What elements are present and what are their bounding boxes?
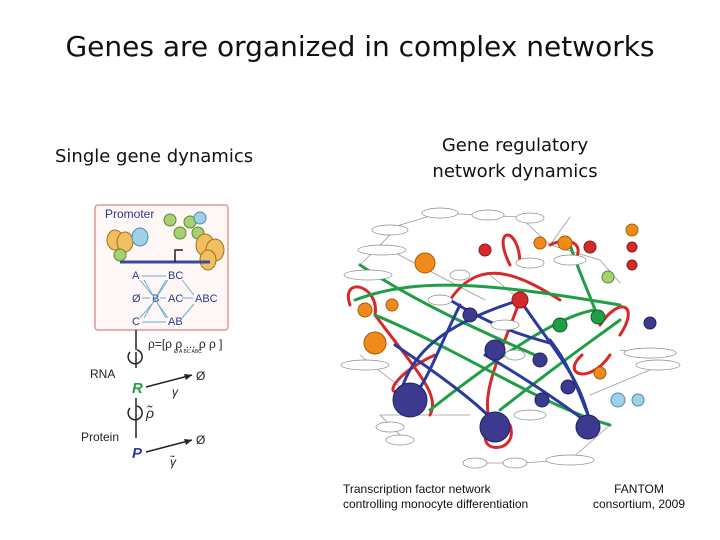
- promoter-proteins: [106, 211, 225, 271]
- right-heading: Gene regulatory network dynamics: [410, 133, 620, 185]
- gamma-tilde-label: γ̃: [170, 454, 177, 469]
- rna-production-arrow: [127, 349, 143, 365]
- network-nodes: [357, 223, 657, 443]
- state-bc: BC: [168, 270, 183, 282]
- network-edges: [346, 212, 661, 464]
- state-empty: Ø: [132, 293, 141, 305]
- rna-decay-empty: Ø: [196, 369, 205, 383]
- rna-decay-arrow: [145, 374, 193, 388]
- regulatory-network-figure: [340, 207, 681, 469]
- state-b: B: [152, 293, 159, 305]
- gamma-label: γ: [172, 385, 179, 399]
- protein-production-arrow: [127, 405, 143, 421]
- state-abc: ABC: [195, 293, 218, 305]
- promoter-label: Promoter: [105, 207, 154, 221]
- single-gene-figure: Promoter A Ø C BC B AC AB ABC ρ=: [81, 204, 229, 469]
- rna-symbol: R: [132, 380, 143, 397]
- state-transitions: [139, 275, 195, 323]
- rho-formula: ρ=[ρ ρ ... ρ ρ ]: [148, 337, 222, 351]
- protein-decay-arrow: [145, 439, 193, 453]
- state-a: A: [132, 270, 140, 282]
- state-ac: AC: [168, 293, 183, 305]
- credit-line2: consortium, 2009: [592, 497, 686, 511]
- caption-line1: Transcription factor network: [343, 482, 491, 496]
- left-heading: Single gene dynamics: [55, 146, 254, 167]
- right-heading-line1: Gene regulatory: [441, 135, 589, 156]
- state-ab: AB: [168, 316, 183, 328]
- protein-label: Protein: [81, 430, 119, 444]
- rna-label: RNA: [90, 367, 115, 381]
- right-heading-line2: network dynamics: [432, 161, 598, 182]
- protein-decay-empty: Ø: [196, 433, 205, 447]
- rho-tilde: ρ̃: [145, 405, 154, 421]
- protein-symbol: P: [132, 445, 143, 462]
- caption-line2: controlling monocyte differentiation: [343, 497, 529, 511]
- figure-credit: FANTOM consortium, 2009: [586, 482, 692, 512]
- network-term-boxes: [340, 207, 681, 469]
- rho-subscripts: Ø A BC ABC: [174, 349, 202, 355]
- figure-caption: Transcription factor network controlling…: [343, 482, 528, 512]
- state-c: C: [132, 316, 140, 328]
- credit-line1: FANTOM: [614, 482, 664, 496]
- slide-title: Genes are organized in complex networks: [65, 30, 655, 63]
